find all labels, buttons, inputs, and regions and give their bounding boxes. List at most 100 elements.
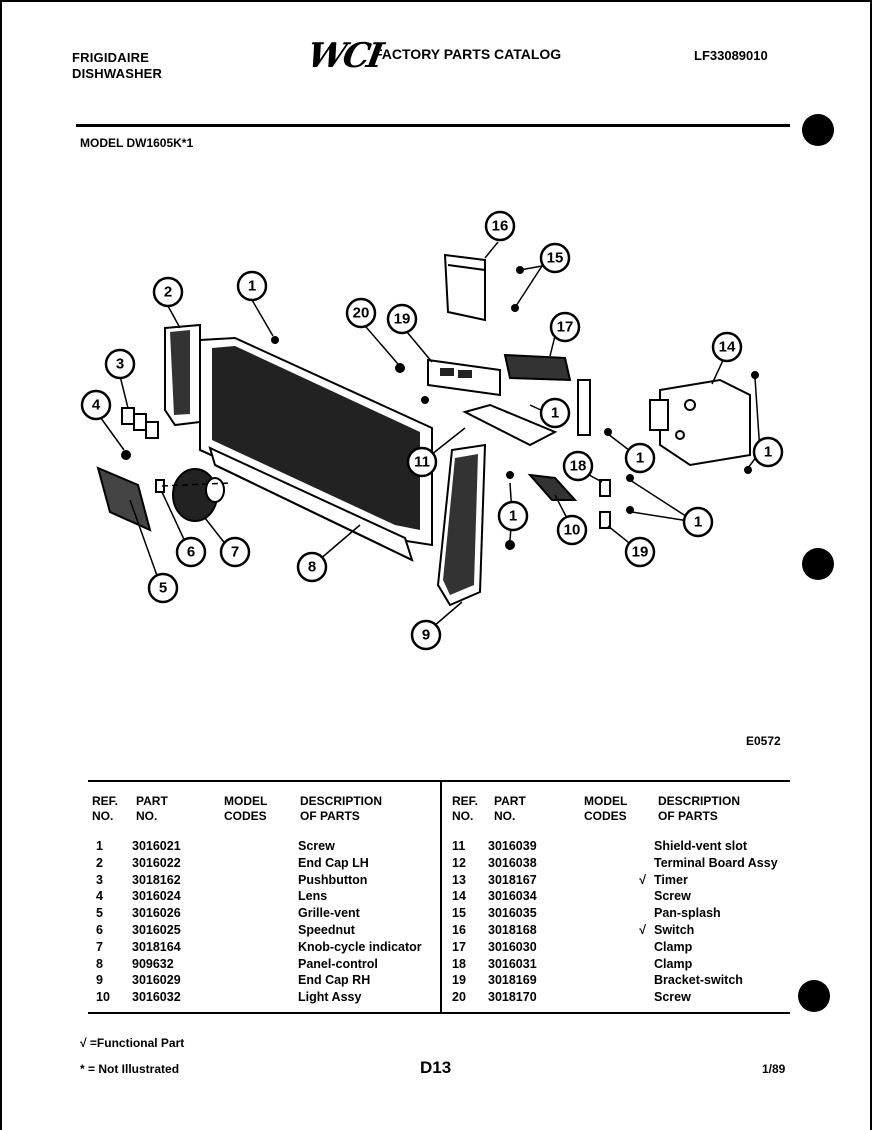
- svg-text:1: 1: [636, 450, 644, 467]
- grille-vent-part: [96, 466, 152, 532]
- svg-text:6: 6: [187, 544, 195, 561]
- svg-text:2: 2: [164, 284, 172, 301]
- callout-19: 19: [386, 303, 418, 335]
- diagram-code: E0572: [746, 734, 781, 748]
- callout-18: 19: [624, 536, 656, 568]
- functional-part-note: √ =Functional Part: [80, 1036, 185, 1050]
- svg-text:10: 10: [564, 522, 581, 539]
- svg-text:20: 20: [353, 305, 370, 322]
- table-bottom-rule: [88, 1012, 790, 1014]
- page-number: D13: [420, 1058, 452, 1077]
- catalog-title: FACTORY PARTS CATALOG: [374, 46, 562, 62]
- light-assy-part: [527, 473, 578, 501]
- callout-14: 15: [539, 242, 571, 274]
- svg-text:4: 4: [92, 397, 101, 414]
- svg-text:8: 8: [308, 559, 316, 576]
- svg-text:7: 7: [231, 544, 239, 561]
- svg-text:5: 5: [159, 580, 167, 597]
- catalog-code: LF33089010: [694, 48, 768, 63]
- pan-splash-part: [443, 253, 486, 322]
- svg-text:17: 17: [557, 319, 574, 336]
- table-column-divider: [440, 782, 442, 1012]
- brand-line-2: DISHWASHER: [72, 66, 163, 81]
- callout-11: 11: [406, 446, 438, 478]
- svg-text:14: 14: [719, 339, 736, 356]
- binder-hole-middle: [802, 548, 834, 580]
- clamp-17-part: [599, 479, 611, 497]
- callout-1a: 1: [236, 270, 268, 302]
- svg-text:1: 1: [694, 514, 702, 531]
- screw-20-part: [395, 363, 405, 373]
- brand-line-1: FRIGIDAIRE: [72, 50, 150, 65]
- switch-part: [503, 353, 572, 382]
- callout-2: 2: [152, 276, 184, 308]
- callout-17: 18: [562, 450, 594, 482]
- header-ref-right: REF.NO.: [452, 794, 479, 823]
- svg-text:1: 1: [248, 278, 256, 295]
- callout-8: 8: [296, 551, 328, 583]
- model-number: MODEL DW1605K*1: [80, 136, 194, 150]
- catalog-date: 1/89: [762, 1062, 786, 1076]
- end-cap-lh-part: [164, 323, 201, 427]
- svg-text:19: 19: [394, 311, 411, 328]
- end-cap-rh-part: [436, 443, 487, 607]
- callout-3: 3: [104, 348, 136, 380]
- callout-1b: 1: [539, 397, 571, 429]
- callout-7: 7: [219, 536, 251, 568]
- callout-16: 17: [549, 311, 581, 343]
- header-ref-left: REF.NO.: [92, 794, 119, 823]
- table-top-rule: [88, 780, 790, 782]
- brand-block: FRIGIDAIRE DISHWASHER: [72, 50, 162, 82]
- svg-text:9: 9: [422, 627, 430, 644]
- clamp-18-part: [599, 511, 611, 529]
- shield-vent-slot-part: [462, 403, 558, 447]
- svg-text:11: 11: [414, 454, 430, 471]
- binder-hole-bottom: [798, 980, 830, 1012]
- svg-text:3: 3: [116, 356, 124, 373]
- binder-hole-top: [802, 114, 834, 146]
- not-illustrated-note: * = Not Illustrated: [80, 1062, 180, 1076]
- pushbutton-part: [121, 407, 159, 439]
- svg-text:16: 16: [492, 218, 509, 235]
- wci-logo: WCI: [304, 36, 384, 76]
- page-border-right: [870, 0, 872, 1130]
- knob-cycle-indicator-part: [172, 468, 225, 522]
- header-rule: [76, 124, 790, 127]
- callout-9: 9: [410, 619, 442, 651]
- callout-15: 16: [484, 210, 516, 242]
- svg-text:1: 1: [764, 444, 772, 461]
- svg-text:15: 15: [547, 250, 564, 267]
- lens-part: [121, 450, 131, 460]
- callout-1d: 1: [752, 436, 784, 468]
- terminal-board-assy-part: [577, 379, 591, 436]
- screw-14-part-b: [511, 304, 519, 312]
- timer-part: [649, 378, 751, 467]
- panel-control-part: [199, 336, 433, 562]
- callout-13: 14: [711, 331, 743, 363]
- callout-1f: 1: [497, 500, 529, 532]
